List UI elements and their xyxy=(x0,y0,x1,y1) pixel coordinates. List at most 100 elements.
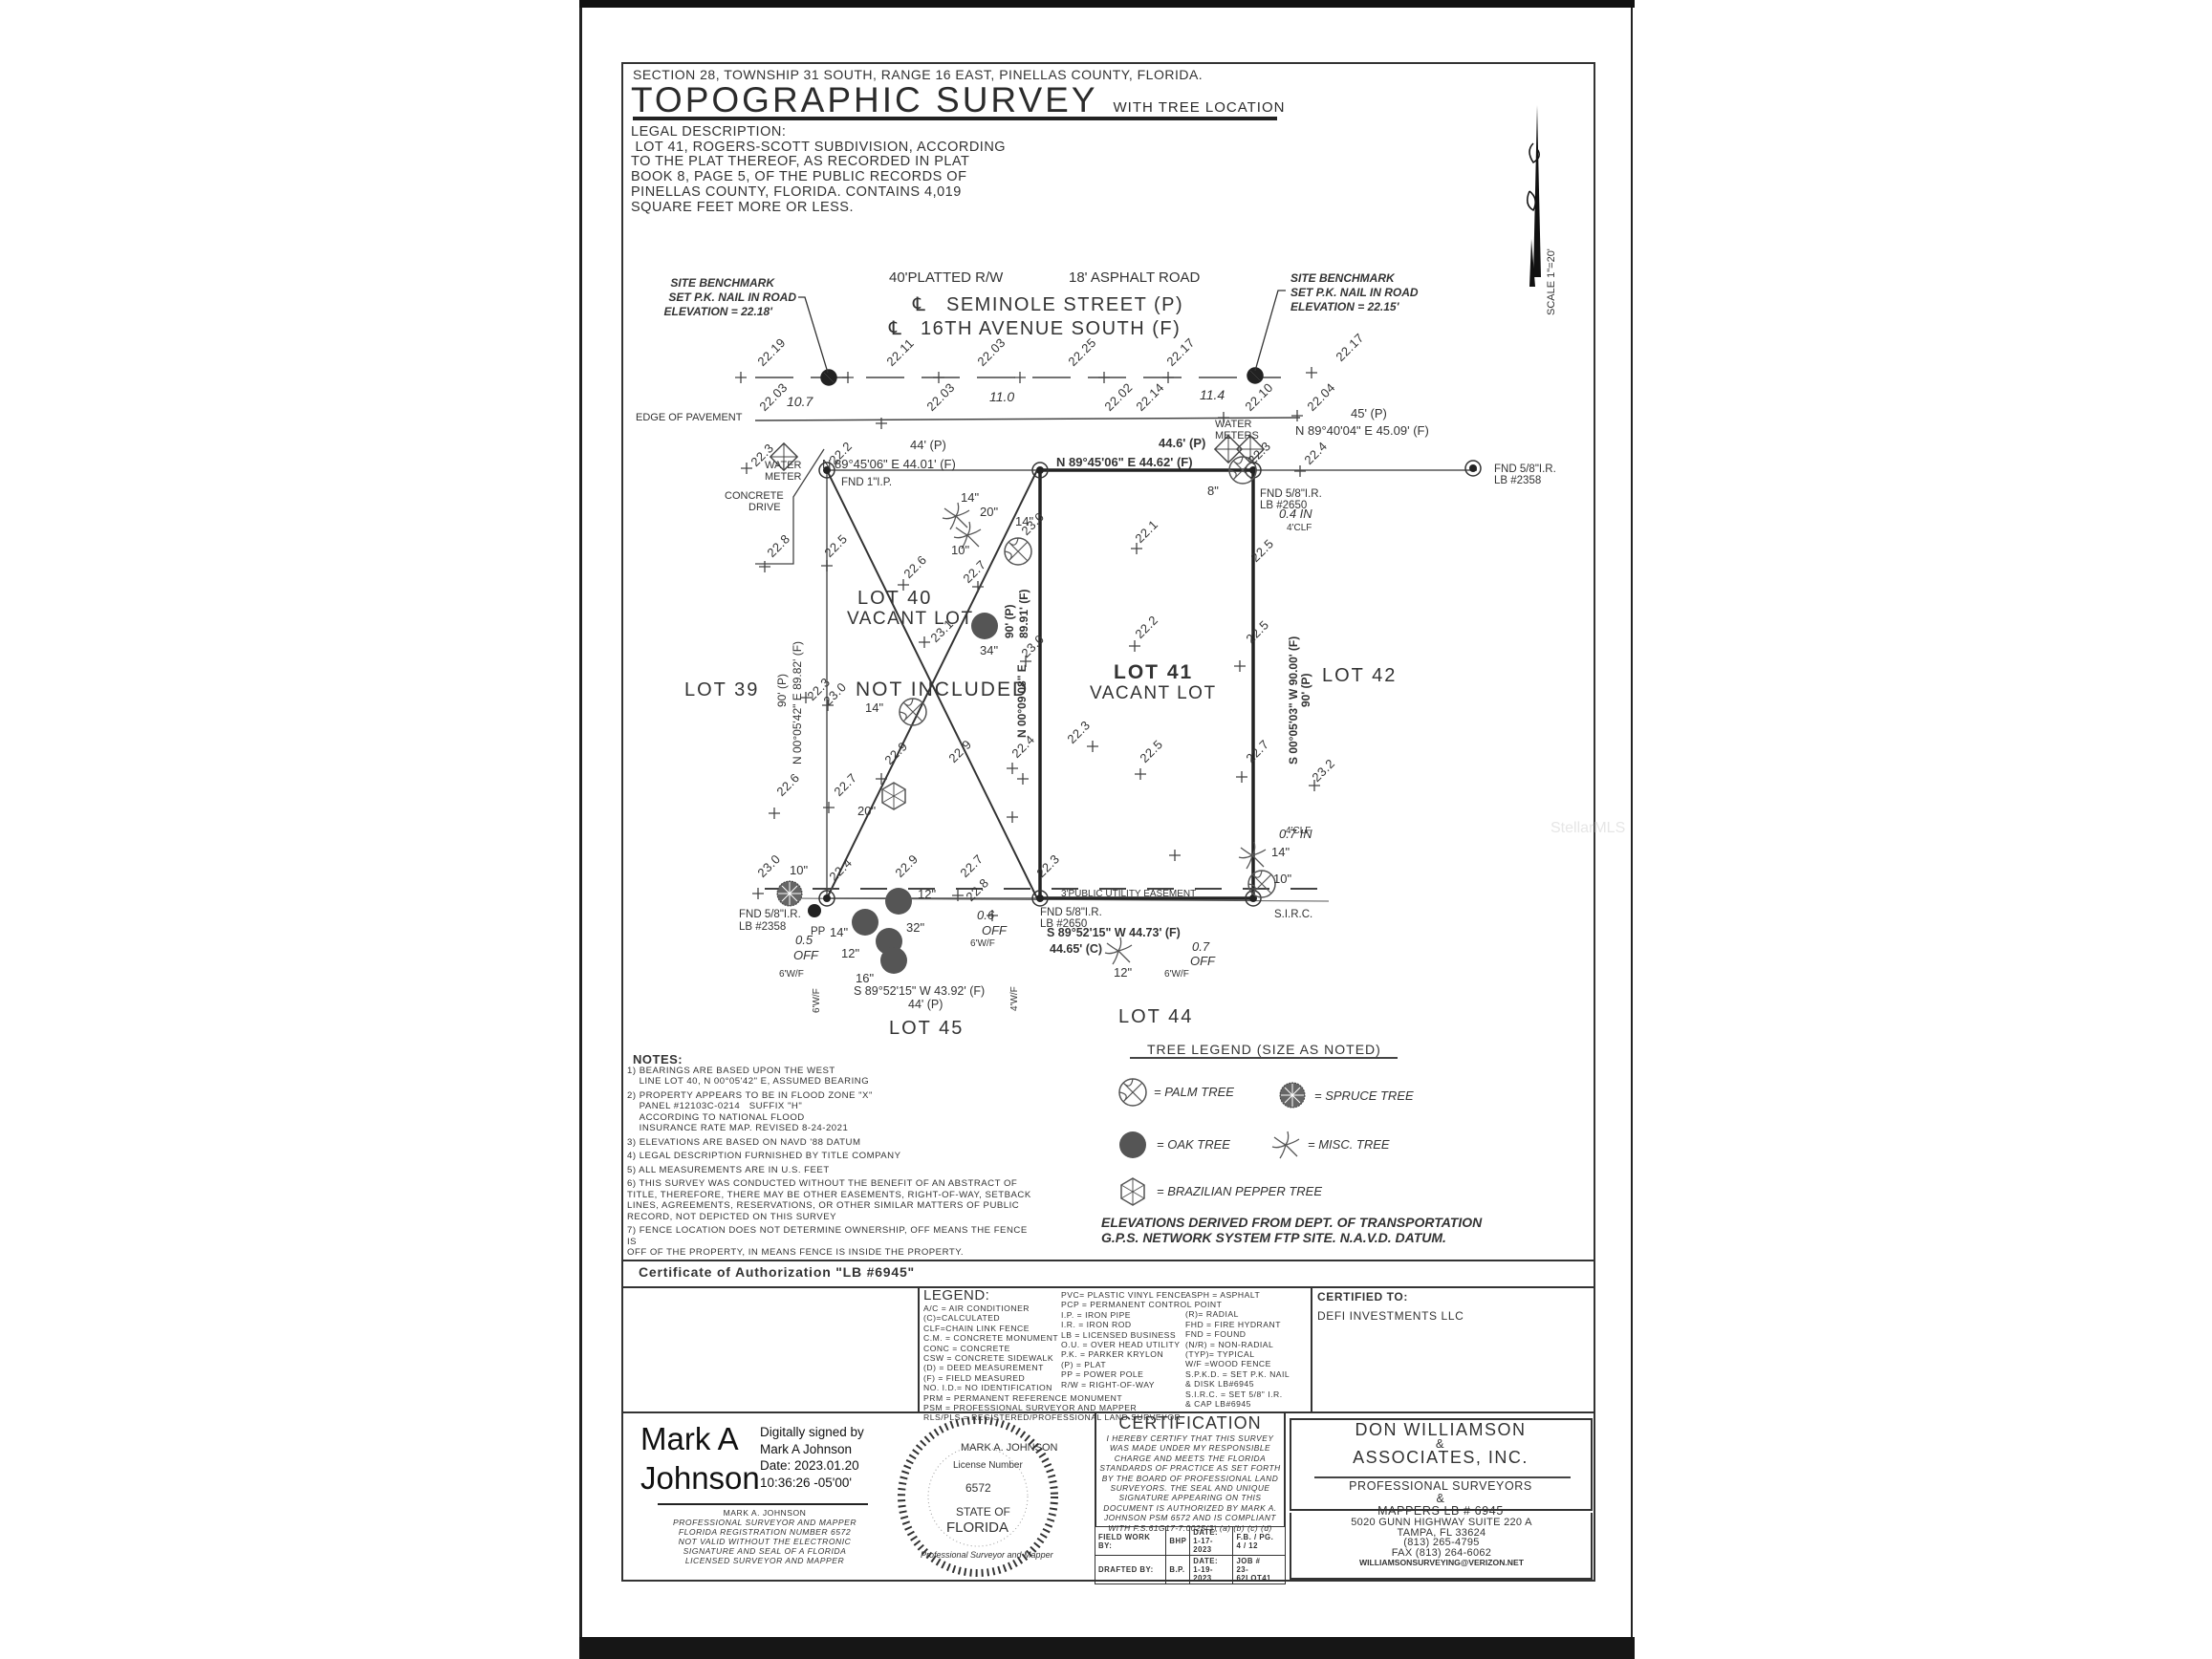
svg-text:14": 14" xyxy=(830,925,848,939)
svg-text:6572: 6572 xyxy=(965,1481,991,1495)
oak-tree-icon xyxy=(1119,1131,1146,1158)
easement-label: 3'PUBLIC UTILITY EASEMENT xyxy=(1061,889,1196,899)
lot-42-label: LOT 42 xyxy=(1322,665,1397,686)
svg-text:16": 16" xyxy=(856,971,874,985)
title-suffix: WITH TREE LOCATION xyxy=(1113,99,1286,116)
edge-of-pavement-label: EDGE OF PAVEMENT xyxy=(636,412,743,423)
watermark: StellarMLS xyxy=(1551,820,1626,836)
off-3-fence: 6'W/F xyxy=(1164,969,1189,980)
field-date: DATE:1-17-2023 xyxy=(1189,1526,1234,1556)
field-work-label: FIELD WORK BY: xyxy=(1094,1526,1167,1556)
legend-spruce-label: = SPRUCE TREE xyxy=(1314,1088,1414,1103)
note-item: 4) LEGAL DESCRIPTION FURNISHED BY TITLE … xyxy=(627,1151,901,1161)
lot-41-sublabel: VACANT LOT xyxy=(1090,683,1217,703)
sirc-label: S.I.R.C. xyxy=(1274,909,1312,920)
east-lot41-bearing: S 00°05'03" W 90.00' (F) xyxy=(1287,636,1300,765)
south-lot41-calc: 44.65' (C) xyxy=(1050,942,1102,956)
centerline-symbol: ℄ xyxy=(888,318,901,339)
wf-mid-vert-label: 4'W/F xyxy=(1009,986,1020,1011)
bottom-bar xyxy=(579,1637,1635,1659)
drive-label: DRIVE xyxy=(748,502,781,513)
north-lot41-plat: 44.6' (P) xyxy=(1159,436,1205,450)
svg-text:Professional Surveyor and Mapp: Professional Surveyor and Mapper xyxy=(921,1550,1054,1560)
off-1-value: 0.5 xyxy=(795,933,813,947)
water-meter-label: WATER xyxy=(765,460,802,471)
elevation-note-2: G.P.S. NETWORK SYSTEM FTP SITE. N.A.V.D.… xyxy=(1101,1230,1446,1245)
field-work-value: BHP xyxy=(1165,1526,1191,1556)
note-item: 2) PROPERTY APPEARS TO BE IN FLOOD ZONE … xyxy=(627,1089,873,1134)
spruce-tree-icon xyxy=(1279,1082,1306,1109)
svg-text:STATE OF: STATE OF xyxy=(956,1505,1010,1519)
scale-label: SCALE 1"=20' xyxy=(1546,248,1557,315)
certification-text: I HEREBY CERTIFY THAT THIS SURVEY WAS MA… xyxy=(1099,1433,1281,1533)
water-meters-label-2: METERS xyxy=(1215,430,1259,442)
lot-45-label: LOT 45 xyxy=(889,1018,964,1039)
certificate-of-authorization: Certificate of Authorization "LB #6945" xyxy=(639,1264,915,1280)
drafted-label: DRAFTED BY: xyxy=(1094,1555,1167,1584)
svg-text:20": 20" xyxy=(980,505,998,519)
svg-text:SITE BENCHMARK: SITE BENCHMARK xyxy=(1290,271,1396,285)
company-subtitle: PROFESSIONAL SURVEYORS&MAPPERS LB # 6945 xyxy=(1349,1479,1532,1518)
power-pole-label: PP xyxy=(811,926,826,937)
fnd-ir-ne-icon xyxy=(1464,460,1482,477)
notes-title: NOTES: xyxy=(633,1052,683,1066)
note-item: 7) FENCE LOCATION DOES NOT DETERMINE OWN… xyxy=(627,1225,1028,1258)
off-1-label: OFF xyxy=(793,948,819,962)
street-name-field: 16TH AVENUE SOUTH (F) xyxy=(921,318,1181,339)
svg-text:SET P.K. NAIL IN ROAD: SET P.K. NAIL IN ROAD xyxy=(1290,286,1419,299)
mid-line-plat: 90' (P) xyxy=(1003,604,1016,638)
north-lot42-bearing: N 89°40'04" E 45.09' (F) xyxy=(1295,423,1429,438)
svg-text:20": 20" xyxy=(857,804,876,818)
fence-in-top: 0.4 IN xyxy=(1279,506,1312,521)
svg-text:14": 14" xyxy=(961,490,979,505)
misc-tree-icon xyxy=(1104,937,1133,965)
north-lot41-bearing: N 89°45'06" E 44.62' (F) xyxy=(1056,455,1193,469)
fence-clf-top: 4'CLF xyxy=(1287,523,1312,533)
drafted-date: DATE:1-19-2023 xyxy=(1189,1555,1234,1584)
benchmark-east-label: SITE BENCHMARK SET P.K. NAIL IN ROAD ELE… xyxy=(1290,271,1419,313)
misc-tree-icon xyxy=(942,502,970,530)
svg-text:ELEVATION = 22.15': ELEVATION = 22.15' xyxy=(1290,300,1400,313)
legal-description: LEGAL DESCRIPTION: LOT 41, ROGERS-SCOTT … xyxy=(631,124,1006,215)
mid-line-distance: 89.91' (F) xyxy=(1017,589,1030,638)
west-lot40-plat: 90' (P) xyxy=(775,674,789,707)
south-lot41-bearing: S 89°52'15" W 44.73' (F) xyxy=(1047,926,1181,939)
wf-vert-label: 6'W/F xyxy=(812,988,822,1013)
certification-box xyxy=(1095,1411,1286,1526)
water-meters-label: WATER xyxy=(1215,419,1252,430)
west-lot40-bearing: N 00°05'42" E 89.82' (F) xyxy=(791,641,804,765)
svg-text:14": 14" xyxy=(1015,514,1033,528)
palm-tree-icon xyxy=(1004,537,1032,566)
company-divider xyxy=(1314,1476,1571,1478)
legend-oak-label: = OAK TREE xyxy=(1157,1137,1230,1152)
wf-left-label: 6'W/F xyxy=(779,969,804,980)
fnd-ir-2650-s-lb: LB #2650 xyxy=(1040,918,1087,930)
oak-tree-icon xyxy=(852,909,878,936)
svg-text:12": 12" xyxy=(841,946,859,960)
svg-text:14": 14" xyxy=(865,700,883,715)
title-text: TOPOGRAPHIC SURVEY xyxy=(631,80,1098,119)
offset-label: 11.4 xyxy=(1200,387,1225,402)
certification-title: CERTIFICATION xyxy=(1118,1413,1262,1433)
legal-label: LEGAL DESCRIPTION: xyxy=(631,124,787,140)
fnd-ip-label: FND 1"I.P. xyxy=(841,477,892,488)
off-2-fence: 6'W/F xyxy=(970,938,995,949)
svg-text:License Number: License Number xyxy=(953,1460,1023,1471)
concrete-label: CONCRETE xyxy=(725,490,784,502)
svg-text:34": 34" xyxy=(980,643,998,657)
lot-41-label: LOT 41 xyxy=(1114,661,1193,683)
company-box xyxy=(1290,1418,1593,1511)
offset-label: 11.0 xyxy=(989,389,1014,404)
off-2-label: OFF xyxy=(982,923,1008,937)
top-bar xyxy=(579,0,1635,8)
title-underline xyxy=(633,117,1277,120)
spruce-tree-icon xyxy=(776,880,803,907)
signature-line xyxy=(658,1503,868,1505)
fnd-ir-2650-label: FND 5/8"I.R. xyxy=(1260,488,1322,500)
brazilian-pepper-tree-icon xyxy=(881,782,906,810)
brazilian-pepper-tree-icon xyxy=(1120,1177,1145,1206)
